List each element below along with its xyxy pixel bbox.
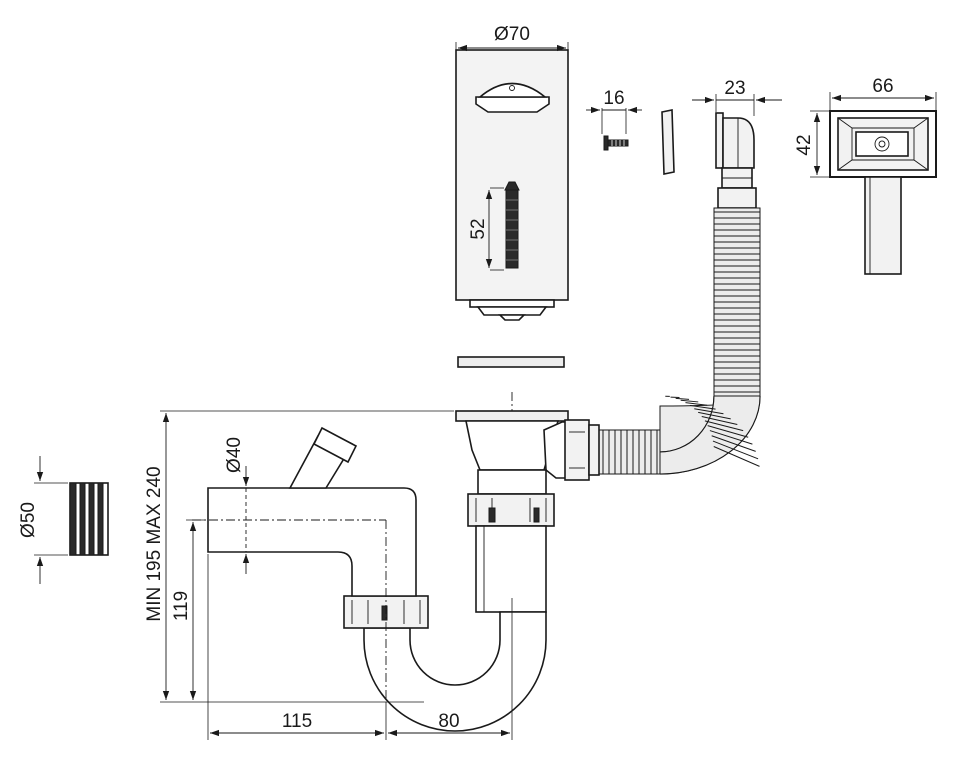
cap-diameter-dimension: Ø70 <box>455 24 569 52</box>
outlet-height-label: 119 <box>171 591 192 621</box>
cap-diameter-label: Ø70 <box>494 24 530 45</box>
overflow-cover-height-dimension: 42 <box>794 110 829 178</box>
overflow-fitting-width-dimension: 23 <box>692 78 782 116</box>
overflow-cover-height-label: 42 <box>794 134 815 155</box>
branch-diameter-dimension: Ø40 <box>224 437 250 574</box>
gasket-diameter-label: Ø50 <box>18 502 39 538</box>
overflow-fitting-width-label: 23 <box>724 78 745 99</box>
total-height-dimension: MIN 195 MAX 240 <box>144 410 454 703</box>
branch-diameter-label: Ø40 <box>224 437 245 473</box>
drain-cap-panel <box>455 49 569 321</box>
corrugated-hose <box>598 207 761 475</box>
screw-length-dimension: 16 <box>586 88 642 134</box>
rubber-gasket <box>69 482 109 556</box>
overflow-cover-width-label: 66 <box>872 76 893 97</box>
outlet-offset-label: 115 <box>282 711 312 732</box>
overflow-cover <box>829 110 937 275</box>
total-height-label: MIN 195 MAX 240 <box>144 466 165 621</box>
trap-offset-label: 80 <box>438 711 459 732</box>
screw-part <box>603 135 629 151</box>
branch-inlet-ribs <box>312 426 358 464</box>
siphon-body <box>192 392 600 732</box>
horizontal-offset-dimensions: 115 80 <box>207 554 513 740</box>
bolt-length-dimension: 52 <box>468 187 504 271</box>
bolt-drawing <box>504 181 520 269</box>
washer-part <box>661 109 675 175</box>
flat-gasket <box>457 356 565 368</box>
overflow-cover-width-dimension: 66 <box>829 76 937 110</box>
screw-length-label: 16 <box>603 88 624 109</box>
outlet-height-dimension: 119 <box>171 519 206 700</box>
bolt-length-label: 52 <box>468 218 489 239</box>
overflow-fitting <box>715 112 757 209</box>
gasket-diameter-dimension: Ø50 <box>18 456 68 584</box>
